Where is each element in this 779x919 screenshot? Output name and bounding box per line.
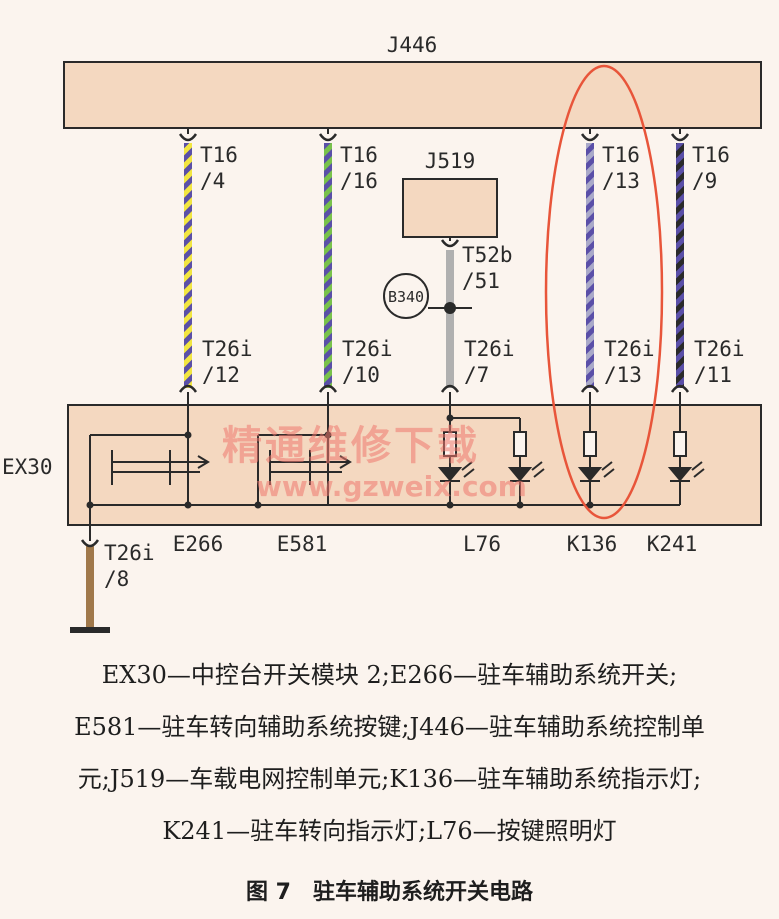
wiring-diagram: J446 EX30 J519 [2, 33, 762, 633]
pin-labels-bottom: T26i /12 T26i /10 T26i /7 T26i /13 T26i … [104, 337, 745, 591]
svg-text:/51: /51 [462, 269, 500, 293]
svg-text:T16: T16 [692, 143, 730, 167]
svg-text:/12: /12 [202, 363, 240, 387]
svg-text:T16: T16 [200, 143, 238, 167]
svg-text:/13: /13 [604, 363, 642, 387]
legend-line-4: K241—驻车转向指示灯;L76—按键照明灯 [162, 817, 617, 845]
wire-k241 [676, 143, 684, 388]
svg-text:/4: /4 [200, 169, 225, 193]
highlight-ellipse [544, 64, 664, 520]
svg-text:T26i: T26i [464, 337, 515, 361]
svg-text:T52b: T52b [462, 243, 513, 267]
wire-ground [86, 545, 94, 627]
svg-text:/11: /11 [694, 363, 732, 387]
svg-text:E266: E266 [173, 532, 224, 556]
svg-text:T26i: T26i [202, 337, 253, 361]
legend-line-3: 元;J519—车载电网控制单元;K136—驻车辅助系统指示灯; [77, 765, 702, 793]
svg-text:T16: T16 [340, 143, 378, 167]
pin-labels-top: T16 /4 T16 /16 T52b /51 T16 /13 T16 /9 [200, 143, 730, 293]
svg-text:T26i: T26i [342, 337, 393, 361]
svg-text:/8: /8 [104, 567, 129, 591]
svg-text:/9: /9 [692, 169, 717, 193]
svg-text:T26i: T26i [604, 337, 655, 361]
svg-text:/10: /10 [342, 363, 380, 387]
svg-text:T26i: T26i [694, 337, 745, 361]
svg-text:/13: /13 [602, 169, 640, 193]
component-labels: E266 E581 L76 K136 K241 [173, 532, 698, 556]
wire-k136 [586, 143, 594, 388]
wire-e266 [184, 143, 192, 388]
j519-label: J519 [425, 149, 476, 173]
svg-text:K241: K241 [647, 532, 698, 556]
legend-line-1: EX30—中控台开关模块 2;E266—驻车辅助系统开关; [101, 661, 678, 689]
legend-line-2: E581—驻车转向辅助系统按键;J446—驻车辅助系统控制单 [74, 713, 705, 741]
svg-text:E581: E581 [277, 532, 328, 556]
ground-symbol [70, 627, 110, 633]
connector-hooks [80, 133, 690, 548]
ex30-label: EX30 [2, 455, 53, 479]
b340-label: B340 [388, 288, 424, 306]
b340-circle [383, 273, 429, 319]
svg-text:T26i: T26i [104, 541, 155, 565]
j519-module [402, 178, 498, 238]
ex30-internal-circuit [89, 405, 705, 525]
wire-e581 [324, 143, 332, 388]
svg-text:K136: K136 [567, 532, 618, 556]
j446-module [63, 61, 762, 129]
svg-text:/7: /7 [464, 363, 489, 387]
wire-l76 [446, 250, 454, 388]
svg-text:/16: /16 [340, 169, 378, 193]
svg-text:T16: T16 [602, 143, 640, 167]
svg-text:L76: L76 [463, 532, 501, 556]
j446-label: J446 [387, 33, 438, 57]
figure-caption: 图 7 驻车辅助系统开关电路 [246, 880, 533, 905]
ex30-module [67, 404, 762, 526]
